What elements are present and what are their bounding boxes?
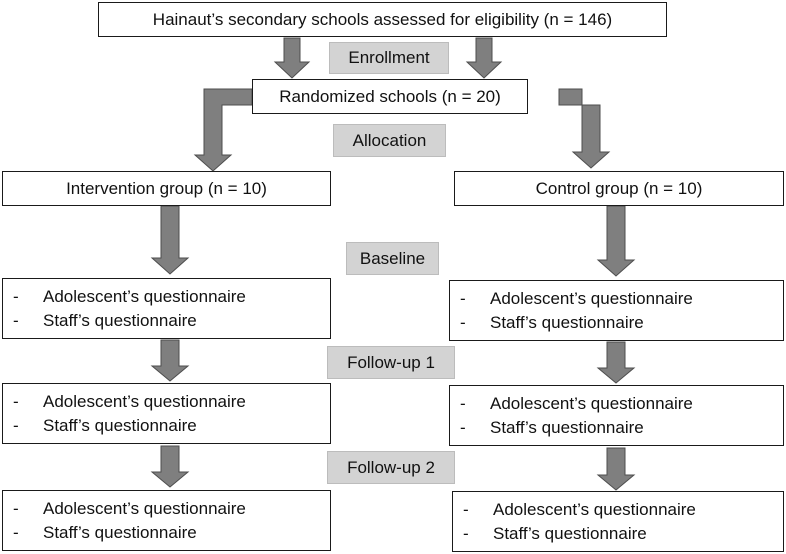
arrow-randomized-to-intervention bbox=[193, 88, 253, 172]
arrow-right-baseline-to-followup1 bbox=[596, 341, 636, 384]
randomized-text: Randomized schools (n = 20) bbox=[279, 86, 501, 106]
arrow-intervention-to-baseline bbox=[150, 205, 190, 275]
randomized-box: Randomized schools (n = 20) bbox=[252, 79, 528, 114]
arrow-left-followup1-to-followup2 bbox=[150, 445, 190, 488]
list-item: -Adolescent’s questionnaire bbox=[13, 286, 246, 306]
stage-label-baseline: Baseline bbox=[346, 242, 439, 275]
list-item: -Staff’s questionnaire bbox=[13, 522, 197, 542]
list-item: -Adolescent’s questionnaire bbox=[13, 391, 246, 411]
intervention-followup1-box: -Adolescent’s questionnaire -Staff’s que… bbox=[2, 383, 331, 444]
arrow-enrollment-right bbox=[465, 37, 503, 79]
control-baseline-box: -Adolescent’s questionnaire -Staff’s que… bbox=[449, 280, 784, 341]
stage-label-allocation: Allocation bbox=[333, 124, 446, 157]
arrow-enrollment-left bbox=[273, 37, 311, 79]
control-followup1-box: -Adolescent’s questionnaire -Staff’s que… bbox=[449, 385, 784, 446]
list-item: -Staff’s questionnaire bbox=[460, 312, 644, 332]
control-followup2-box: -Adolescent’s questionnaire -Staff’s que… bbox=[452, 491, 784, 552]
stage-label-followup1: Follow-up 1 bbox=[327, 346, 455, 379]
stage-label-followup2: Follow-up 2 bbox=[327, 451, 455, 484]
list-item: -Adolescent’s questionnaire bbox=[460, 288, 693, 308]
control-group-text: Control group (n = 10) bbox=[535, 178, 703, 198]
list-item: -Adolescent’s questionnaire bbox=[13, 498, 246, 518]
list-item: -Staff’s questionnaire bbox=[13, 310, 197, 330]
arrow-randomized-to-control bbox=[558, 88, 611, 169]
arrow-right-followup1-to-followup2 bbox=[596, 447, 636, 491]
arrow-left-baseline-to-followup1 bbox=[150, 339, 190, 382]
list-item: -Staff’s questionnaire bbox=[13, 415, 197, 435]
stage-label-enrollment: Enrollment bbox=[329, 42, 449, 74]
intervention-followup2-box: -Adolescent’s questionnaire -Staff’s que… bbox=[2, 490, 331, 551]
intervention-group-box: Intervention group (n = 10) bbox=[2, 171, 331, 206]
intervention-group-text: Intervention group (n = 10) bbox=[66, 178, 267, 198]
list-item: -Staff’s questionnaire bbox=[460, 417, 644, 437]
eligibility-box: Hainaut’s secondary schools assessed for… bbox=[98, 2, 667, 37]
control-group-box: Control group (n = 10) bbox=[454, 171, 784, 206]
arrow-control-to-baseline bbox=[596, 205, 636, 277]
eligibility-text: Hainaut’s secondary schools assessed for… bbox=[152, 9, 613, 29]
list-item: -Adolescent’s questionnaire bbox=[460, 393, 693, 413]
list-item: -Staff’s questionnaire bbox=[463, 523, 647, 543]
list-item: -Adolescent’s questionnaire bbox=[463, 499, 696, 519]
intervention-baseline-box: -Adolescent’s questionnaire -Staff’s que… bbox=[2, 278, 331, 339]
